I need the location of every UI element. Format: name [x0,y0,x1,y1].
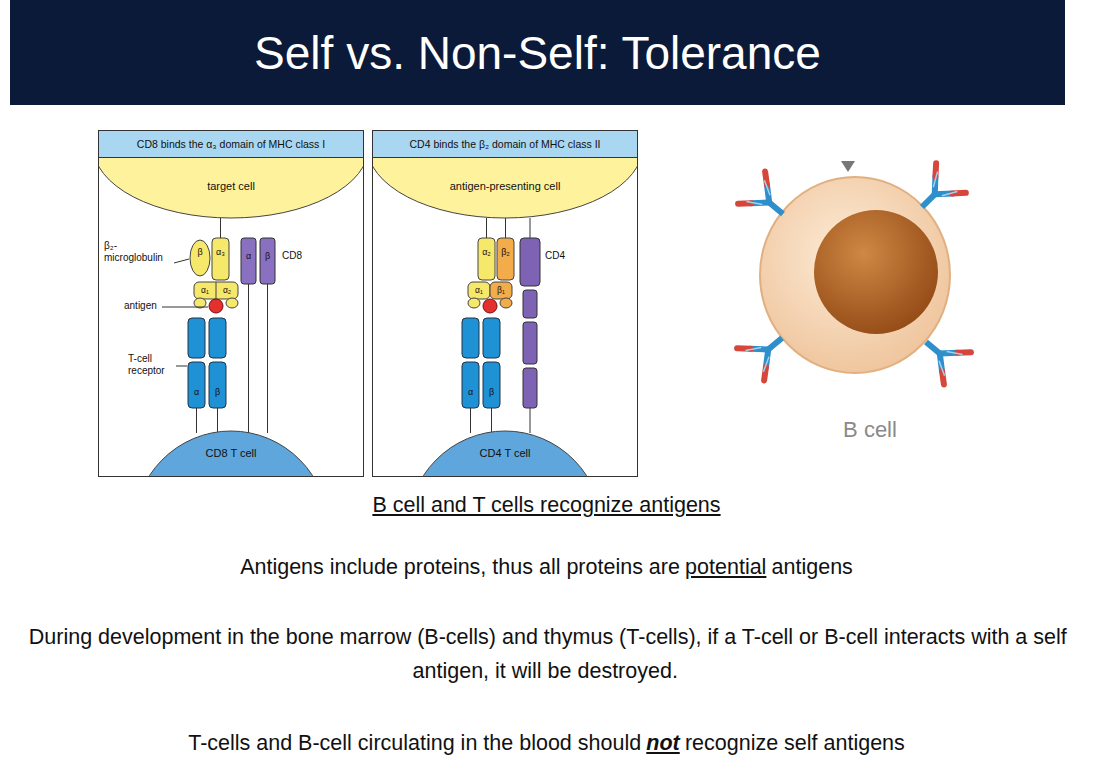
figure-label: B cell [843,417,897,442]
antibody [738,172,796,231]
part-label: α₁ [475,286,483,296]
mhc-stalk [486,218,487,238]
antibody [737,322,795,381]
alpha3-domain [212,238,229,280]
part-label: α₂ [223,286,231,296]
target-cell: target cell [99,158,363,219]
body-text: B cell and T cells recognize antigens [372,493,720,517]
cell-body [407,431,603,476]
tcr-alpha-chain [188,318,205,358]
body-text: potential [685,555,766,579]
body-text: recognize self antigens [685,731,905,755]
antibody [907,163,966,222]
cell-body [373,158,637,218]
groove-lobe [468,298,480,308]
tcr-beta-chain [483,318,500,358]
antigen-presenting-cell: antigen-presenting cell [373,158,637,219]
part-label: antigen [124,300,157,312]
beta2-microglobulin [190,240,210,276]
t-cell: CD4 T cell [406,430,604,476]
tcr-stalk [491,408,492,433]
tcr-stalk [470,408,471,433]
antigen-peptide [483,299,497,313]
part-label: β₁ [497,286,505,296]
tcr-beta-chain [483,362,500,408]
figure-panel: antigen-presenting cellCD4 T cell CD4 bin… [372,130,638,477]
part-label: α₁ [201,286,209,296]
cd4-domain [523,322,537,364]
b-cell-illustration [737,161,971,384]
part-label: α [246,251,251,261]
body-text: Antigens include proteins, thus all prot… [240,555,680,579]
cd8-stalk [267,284,268,433]
cd8-stalk [248,284,249,433]
mhc-stalk [505,218,506,238]
tcr-alpha-chain [462,318,479,358]
slide-title: Self vs. Non-Self: Tolerance [254,26,821,80]
cell-label: CD8 T cell [132,447,330,459]
leader-line [174,259,189,263]
part-label: β [489,387,494,397]
mhc-stalk [220,218,221,238]
part-label: α₃ [216,247,225,257]
beta2-domain [497,238,514,280]
body-text: antigens [772,555,853,579]
cd4-domain [523,368,537,408]
text-line: During development in the bone marrow (B… [20,620,1073,689]
cd4-domain [523,290,537,318]
marker-triangle [841,161,855,172]
body-text: not [646,731,679,755]
part-label: β [265,251,270,261]
cell-label: CD4 T cell [406,447,604,459]
part-label: β [215,387,220,397]
cell-label: target cell [99,180,363,192]
tcr-alpha-chain [188,362,205,408]
tcr-alpha-chain [462,362,479,408]
tcr-stalk [217,408,218,433]
text-line: T-cells and B-cell circulating in the bl… [20,726,1073,760]
b-cell-nucleus [814,210,938,334]
part-label: CD4 [545,250,565,262]
part-label: α [468,387,473,397]
antibody [913,326,971,385]
tcr-beta-chain [209,318,226,358]
tcr-stalk [196,408,197,433]
cd8-beta [260,238,275,284]
cd4-stalk [530,218,531,238]
beta1-domain [490,282,512,299]
alpha1-alpha2-domain [194,282,238,299]
part-label: CD8 [282,250,302,262]
cell-body [133,431,329,476]
part-label: α [194,387,199,397]
leader-line [162,307,208,308]
t-cell: CD8 T cell [132,430,330,476]
cd4-domain [520,238,540,286]
part-label: β₂ [501,247,510,257]
panel-heading: CD8 binds the α₃ domain of MHC class I [99,131,363,158]
tcr-beta-chain [209,362,226,408]
part-label: T-cell receptor [128,353,174,376]
mhc-class-one-complex [162,218,275,433]
title-bar: Self vs. Non-Self: Tolerance [10,0,1065,105]
domain-divider [216,282,217,299]
body-text: T-cells and B-cell circulating in the bl… [188,731,641,755]
groove-lobe [226,298,238,308]
cd4-stalk [530,408,531,433]
alpha2-domain [478,238,495,280]
cell-body [99,158,363,218]
mhc-class-two-complex [462,218,540,433]
text-line: Antigens include proteins, thus all prot… [20,550,1073,584]
antigen-peptide [209,299,223,313]
cell-label: antigen-presenting cell [373,180,637,192]
leader-line [176,366,187,367]
part-label: α₂ [482,247,491,257]
panel-heading: CD4 binds the β₂ domain of MHC class II [373,131,637,158]
text-line: B cell and T cells recognize antigens [20,488,1073,522]
alpha1-domain [468,282,490,299]
body-text: During development in the bone marrow (B… [29,625,1067,683]
groove-lobe [500,298,512,308]
cd8-alpha [241,238,256,284]
part-label: β₂-microglobulin [104,240,172,263]
part-label: β [197,247,202,257]
